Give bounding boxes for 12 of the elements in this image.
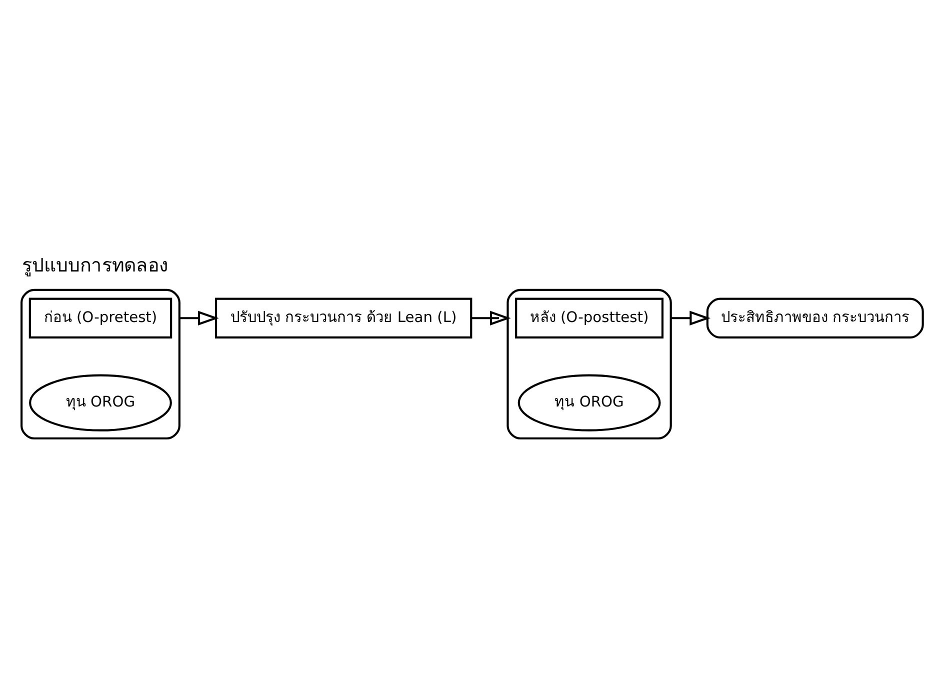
node-box: หลัง (O-posttest): [514, 298, 664, 339]
arrow: [670, 310, 710, 326]
arrow: [178, 310, 218, 326]
node-box: ก่อน (O-pretest): [28, 298, 172, 339]
node-box: ประสิทธิภาพของ กระบวนการ: [706, 298, 924, 339]
node-box: ปรับปรุง กระบวนการ ด้วย Lean (L): [214, 298, 472, 339]
node-ellipse: ทุน OROG: [517, 374, 660, 432]
arrow: [470, 310, 510, 326]
node-ellipse: ทุน OROG: [28, 374, 172, 432]
cluster: [20, 288, 180, 440]
diagram-title: รูปแบบการทดลอง: [22, 256, 168, 276]
cluster: [506, 288, 672, 440]
